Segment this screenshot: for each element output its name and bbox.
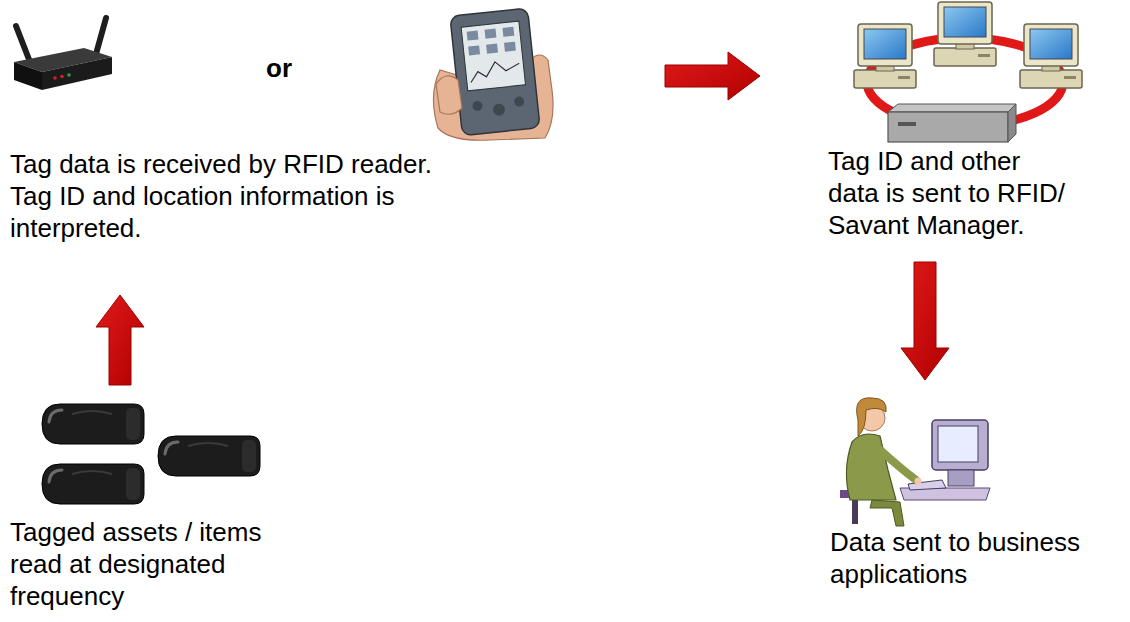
legs [870,500,904,526]
antenna [96,18,106,54]
handheld-reader [433,8,553,140]
icon [486,44,498,54]
caption-text: Data sent to business applications [830,526,1120,590]
thumb [436,76,462,114]
led [60,75,64,79]
monitor [932,420,988,470]
computer-network [854,2,1082,142]
rfid-tag [42,464,144,504]
dress [846,434,896,500]
chair-post [852,498,858,524]
arm [878,448,916,480]
reader-front [14,62,42,90]
server-box [888,112,1008,142]
flow-arrow [665,52,760,100]
antenna [16,26,30,62]
icon [504,42,516,52]
rfid-reader [14,18,112,90]
monitor-screen [938,426,978,462]
stage-node: Tag ID and other data is sent to RFID/ S… [760,0,1125,262]
computer-icon [854,24,916,88]
hair [857,398,887,436]
icon [502,27,514,37]
icon [467,30,479,40]
computer-icon [1020,24,1082,88]
office-worker [840,398,990,526]
icon [468,45,480,55]
caption-text: Tag data is received by RFID reader. Tag… [10,148,470,244]
led [53,76,57,80]
pda-screen [461,21,525,91]
server-top [888,104,1016,112]
reader-side [42,57,112,90]
computer-base [948,470,974,486]
pda-button [492,103,505,116]
stage-node: Tagged assets / items read at designated… [5,385,335,616]
pda-button [514,96,525,107]
rfid-tag [42,404,144,444]
pda-button [472,100,483,111]
computer-icon [934,2,996,66]
rfid-tag [158,436,260,476]
server-side [1008,104,1016,142]
flow-arrow [901,262,949,380]
icon [485,29,497,39]
screen-graph [469,59,521,82]
stage-node: Data sent to business applications [820,380,1120,615]
hand [915,478,922,485]
caption-text: Tag ID and other data is sent to RFID/ S… [828,145,1076,241]
rfid-tags [42,404,260,504]
server-slot [898,122,916,126]
pda-body [450,8,540,135]
caption-text: Tagged assets / items read at designated… [10,516,300,612]
stage-node: Tag data is received by RFID reader. Tag… [5,5,665,295]
led [67,73,71,77]
label-text: or [266,52,292,84]
flow-arrow [96,295,144,385]
